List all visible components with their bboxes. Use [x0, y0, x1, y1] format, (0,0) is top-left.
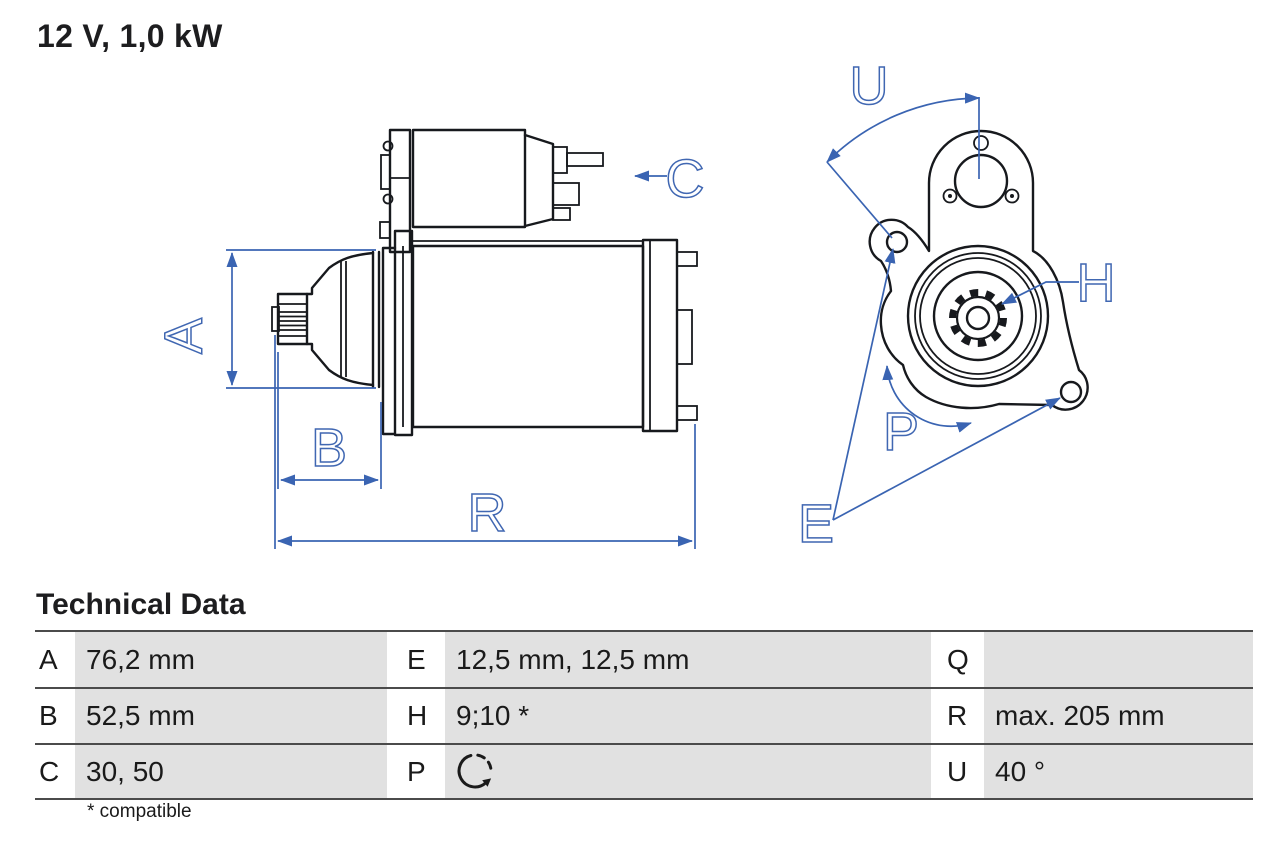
- table-key-e: E: [387, 632, 445, 687]
- dimension-P: P: [882, 365, 972, 463]
- table-row: A 76,2 mm E 12,5 mm, 12,5 mm Q: [35, 632, 1253, 689]
- solenoid-bracket: [379, 128, 412, 254]
- dimension-A: A: [153, 249, 376, 389]
- table-value-e: 12,5 mm, 12,5 mm: [445, 632, 931, 687]
- dimension-annotations: A B R C U H: [153, 55, 1116, 555]
- dimension-label-b: B: [311, 418, 347, 478]
- table-value-a: 76,2 mm: [75, 632, 387, 687]
- motor-yoke: [411, 244, 645, 429]
- dimension-label-e: E: [798, 494, 834, 554]
- table-value-c: 30, 50: [75, 745, 387, 798]
- starter-motor-front-view: [868, 129, 1089, 411]
- solenoid-end-cap: [523, 133, 555, 228]
- dimension-label-a: A: [154, 318, 214, 354]
- commutator-end-cap: [641, 238, 679, 433]
- table-value-q: [984, 632, 1253, 687]
- rotation-direction-icon: [457, 753, 493, 788]
- table-value-r: max. 205 mm: [984, 689, 1253, 743]
- bracket-bolt-holes: [942, 188, 1020, 204]
- table-key-h: H: [387, 689, 445, 743]
- technical-data-table: A 76,2 mm E 12,5 mm, 12,5 mm Q B 52,5 mm…: [35, 630, 1253, 800]
- dimension-label-p: P: [883, 402, 919, 462]
- housing-rings: [906, 244, 1050, 388]
- table-row: B 52,5 mm H 9;10 * R max. 205 mm: [35, 689, 1253, 745]
- table-value-p: [445, 745, 931, 798]
- solenoid-body: [411, 128, 527, 229]
- table-key-c: C: [35, 745, 75, 798]
- table-key-a: A: [35, 632, 75, 687]
- drive-end-bracket: [371, 229, 414, 437]
- table-value-h: 9;10 *: [445, 689, 931, 743]
- table-key-q: Q: [931, 632, 984, 687]
- table-footnote: * compatible: [87, 801, 192, 822]
- solenoid-terminals: [552, 146, 604, 221]
- page-title: 12 V, 1,0 kW: [37, 18, 223, 54]
- dimension-C: C: [634, 148, 705, 210]
- dimension-U: U: [826, 55, 980, 239]
- dimension-label-h: H: [1077, 253, 1116, 313]
- technical-drawing: A B R C U H: [153, 55, 1116, 555]
- drive-end-bell: [305, 251, 375, 387]
- pinion-gear-front: [949, 289, 1007, 347]
- table-row: C 30, 50 P U 40 °: [35, 745, 1253, 800]
- pinion-gear-side: [271, 292, 309, 346]
- table-value-b: 52,5 mm: [75, 689, 387, 743]
- dimension-H: H: [1001, 252, 1116, 314]
- technical-data-heading: Technical Data: [36, 588, 246, 621]
- dimension-label-r: R: [468, 483, 507, 543]
- dimension-label-u: U: [850, 56, 889, 116]
- mounting-hole-upper-left: [885, 230, 909, 254]
- bracket-large-hole: [953, 153, 1009, 209]
- dimension-B: B: [277, 352, 382, 489]
- starter-motor-side-view: [271, 128, 698, 437]
- table-value-u: 40 °: [984, 745, 1253, 798]
- dimension-label-c: C: [666, 149, 705, 209]
- mounting-hole-lower-right: [1059, 380, 1083, 404]
- bracket-small-hole: [973, 135, 989, 151]
- table-key-u: U: [931, 745, 984, 798]
- table-key-r: R: [931, 689, 984, 743]
- table-key-p: P: [387, 745, 445, 798]
- dimension-R: R: [274, 335, 696, 549]
- dimension-E: E: [797, 248, 1061, 555]
- end-cap-tabs: [676, 251, 698, 421]
- table-key-b: B: [35, 689, 75, 743]
